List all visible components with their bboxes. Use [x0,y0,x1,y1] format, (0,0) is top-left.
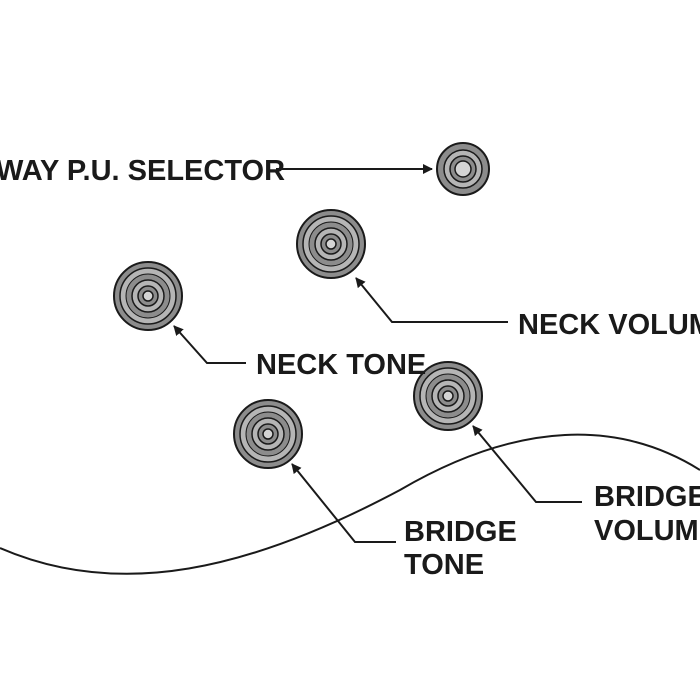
bridge-tone-label-line2: TONE [404,549,484,581]
bridge-volume-label-line2: VOLUME [594,515,700,547]
guitar-body-edge [0,433,700,575]
bridge-volume-label-line1: BRIDGE [594,481,700,513]
neck-volume-leader-arrow [355,277,508,323]
pickup-selector-switch[interactable] [436,142,490,196]
bridge-tone-leader-arrow [291,463,396,543]
bridge-volume-knob[interactable] [413,361,483,431]
bridge-tone-label-line1: BRIDGE [404,516,517,548]
neck-volume-knob[interactable] [296,209,366,279]
neck-tone-leader-arrow [173,325,246,364]
selector-label: WAY P.U. SELECTOR [0,155,285,187]
neck-volume-label: NECK VOLUME [518,309,700,341]
bridge-volume-leader-arrow [472,425,582,503]
bridge-tone-knob[interactable] [233,399,303,469]
neck-tone-knob[interactable] [113,261,183,331]
neck-tone-label: NECK TONE [256,349,426,381]
